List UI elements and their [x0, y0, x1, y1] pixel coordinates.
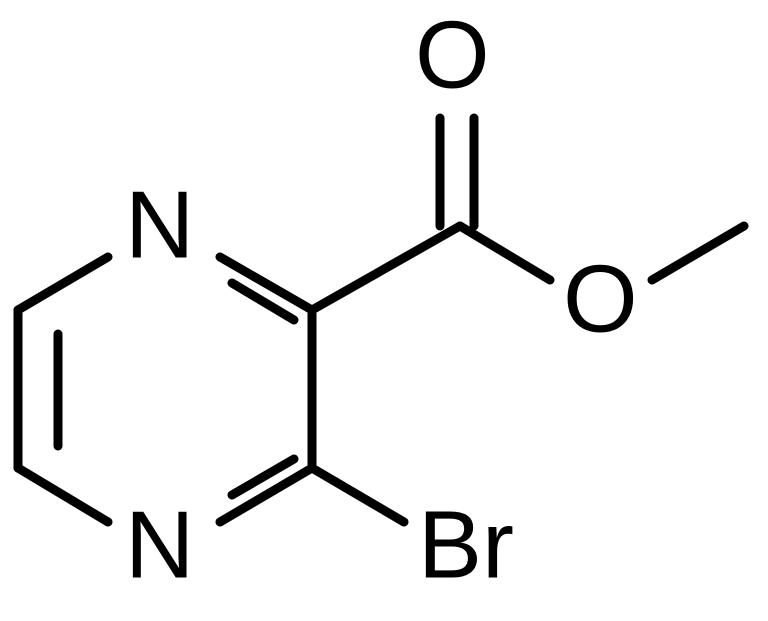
atom-n-top: N	[125, 171, 194, 278]
bond-n-top-to-c-left-upper	[13, 252, 113, 315]
atom-o-ester: O	[563, 245, 638, 352]
bond-c-ester-ring-to-n-top-inner-double	[227, 278, 299, 325]
bond-c-ester-ring-to-n-top	[215, 252, 317, 315]
bond-carbonyl-carbon-to-o-ester	[455, 221, 555, 285]
atom-n-bottom: N	[125, 491, 194, 598]
bond-ring-to-carbonyl-carbon	[307, 221, 465, 315]
bond-n-bottom-to-c-br-inner-double	[227, 454, 299, 500]
bond-c-br-to-br	[307, 463, 409, 527]
bond-o-ester-to-methyl	[647, 221, 749, 285]
atom-o-carbonyl: O	[415, 1, 490, 108]
bond-n-bottom-to-c-br	[215, 463, 317, 527]
atom-br: Br	[418, 491, 514, 598]
bond-c-left-lower-to-n-bottom	[13, 463, 113, 527]
